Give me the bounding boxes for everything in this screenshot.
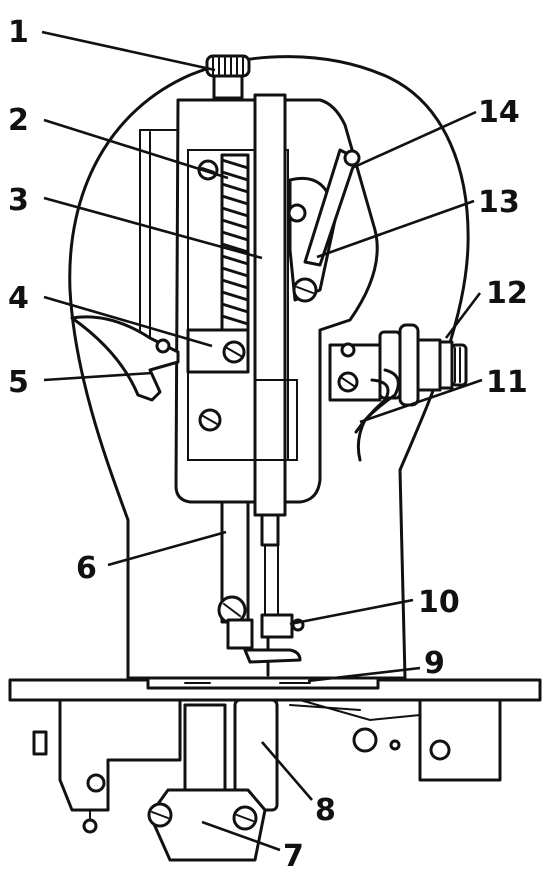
leader-4 — [43, 295, 213, 348]
presser-foot-lifter — [70, 315, 180, 402]
label-14: 14 — [478, 95, 520, 130]
label-1: 1 — [8, 15, 29, 50]
pressure-bar — [253, 93, 287, 621]
presser-spring — [197, 153, 250, 337]
leader-7 — [201, 820, 281, 852]
leader-1 — [41, 30, 216, 72]
label-13: 13 — [478, 185, 520, 220]
label-9: 9 — [424, 646, 445, 681]
leader-6 — [107, 530, 227, 567]
bed-plate — [8, 676, 542, 834]
leader-5 — [43, 371, 153, 382]
leader-11 — [359, 378, 483, 424]
callout-labels: 1 2 3 4 5 6 7 8 9 10 11 12 13 14 — [8, 15, 528, 874]
label-5: 5 — [8, 365, 29, 400]
needle-clamp-screw — [243, 613, 305, 664]
label-11: 11 — [486, 365, 528, 400]
label-7: 7 — [283, 839, 304, 874]
leader-2 — [43, 118, 229, 180]
leader-8 — [261, 741, 313, 801]
label-10: 10 — [418, 585, 460, 620]
leader-3 — [43, 196, 263, 260]
label-2: 2 — [8, 103, 29, 138]
label-8: 8 — [315, 793, 336, 828]
take-up-lever — [287, 148, 361, 303]
pressure-regulating-screw — [205, 54, 251, 100]
label-4: 4 — [8, 281, 29, 316]
label-3: 3 — [8, 183, 29, 218]
leader-13 — [316, 199, 475, 259]
thread-tension-assembly — [328, 323, 468, 462]
leader-14 — [351, 110, 477, 170]
leader-lines — [41, 30, 483, 852]
label-6: 6 — [76, 551, 97, 586]
leader-9 — [307, 666, 421, 683]
leader-10 — [289, 598, 414, 626]
leader-12 — [444, 292, 482, 339]
label-12: 12 — [486, 276, 528, 311]
presser-bar-guide — [186, 328, 298, 461]
